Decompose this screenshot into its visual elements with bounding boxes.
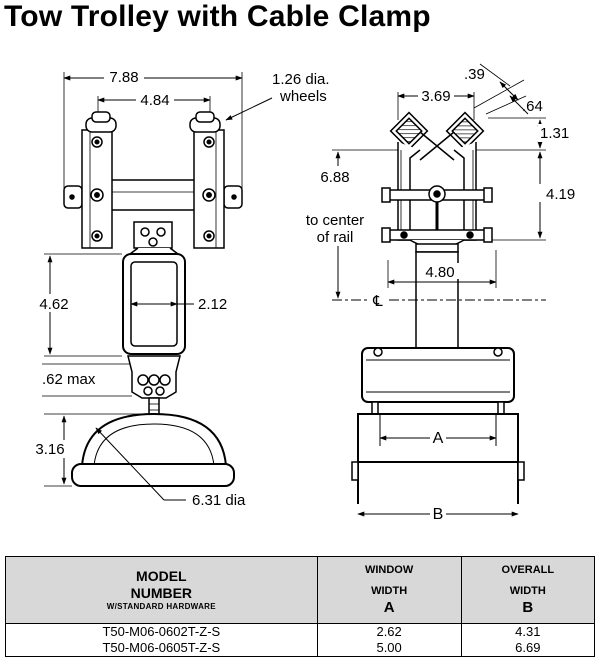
dim-369: 3.69 [421,88,450,105]
cell-model: T50-M06-0605T-Z-S [5,640,318,657]
header-overall: OVERALL WIDTH B [460,556,596,624]
header-model: MODEL NUMBER W/STANDARD HARDWARE [5,556,318,624]
dim-131: 1.31 [540,125,569,142]
dim-064: .64 [522,98,543,115]
spec-table: MODEL NUMBER W/STANDARD HARDWARE WINDOW … [5,556,596,657]
header-overall-line3: B [522,599,534,616]
cell-window: 2.62 [316,623,462,640]
dim-body-width: 2.12 [198,296,227,313]
header-model-line2: NUMBER [130,585,193,601]
header-window: WINDOW WIDTH A [316,556,462,624]
cell-overall: 4.31 [460,623,596,640]
cell-model: T50-M06-0602T-Z-S [5,623,318,640]
dim-688: 6.88 [320,169,349,186]
dim-saddle-dia: 6.31 dia [192,492,246,509]
header-model-line3: W/STANDARD HARDWARE [106,602,216,611]
dim-overall-width: 7.88 [109,69,138,86]
dim-wheel-spacing: 4.84 [140,92,169,109]
centerline-symbol: ℄ [372,293,383,310]
cell-overall: 6.69 [460,640,596,657]
technical-drawing: 7.88 4.84 1.26 dia. wheels 4.62 2.12 .62… [35,63,576,523]
header-window-line3: A [383,599,395,616]
cell-window: 5.00 [316,640,462,657]
rail-note-line2: of rail [317,229,354,246]
header-overall-line2: WIDTH [509,585,546,597]
dim-body-height: 4.62 [39,296,68,313]
dim-480: 4.80 [425,264,454,281]
page-title: Tow Trolley with Cable Clamp [4,0,431,33]
left-view-trolley-side [63,72,243,487]
window-label-a: A [433,430,444,447]
wheel-note-line1: 1.26 dia. [272,71,330,88]
table-row: T50-M06-0605T-Z-S 5.00 6.69 [5,640,596,657]
wheel-note-line2: wheels [279,88,327,105]
rail-note-line1: to center [306,212,364,229]
table-row: T50-M06-0602T-Z-S 2.62 4.31 [5,623,596,640]
dim-419: 4.19 [546,186,575,203]
dim-clamp-max: .62 max [42,371,96,388]
header-window-line2: WIDTH [371,585,408,597]
spec-table-header: MODEL NUMBER W/STANDARD HARDWARE WINDOW … [5,556,596,624]
header-overall-line1: OVERALL [501,564,555,576]
dim-039: .39 [464,66,485,83]
header-model-line1: MODEL [136,568,187,584]
header-window-line1: WINDOW [364,564,414,576]
overall-label-b: B [433,506,444,523]
dim-saddle-height: 3.16 [35,441,64,458]
